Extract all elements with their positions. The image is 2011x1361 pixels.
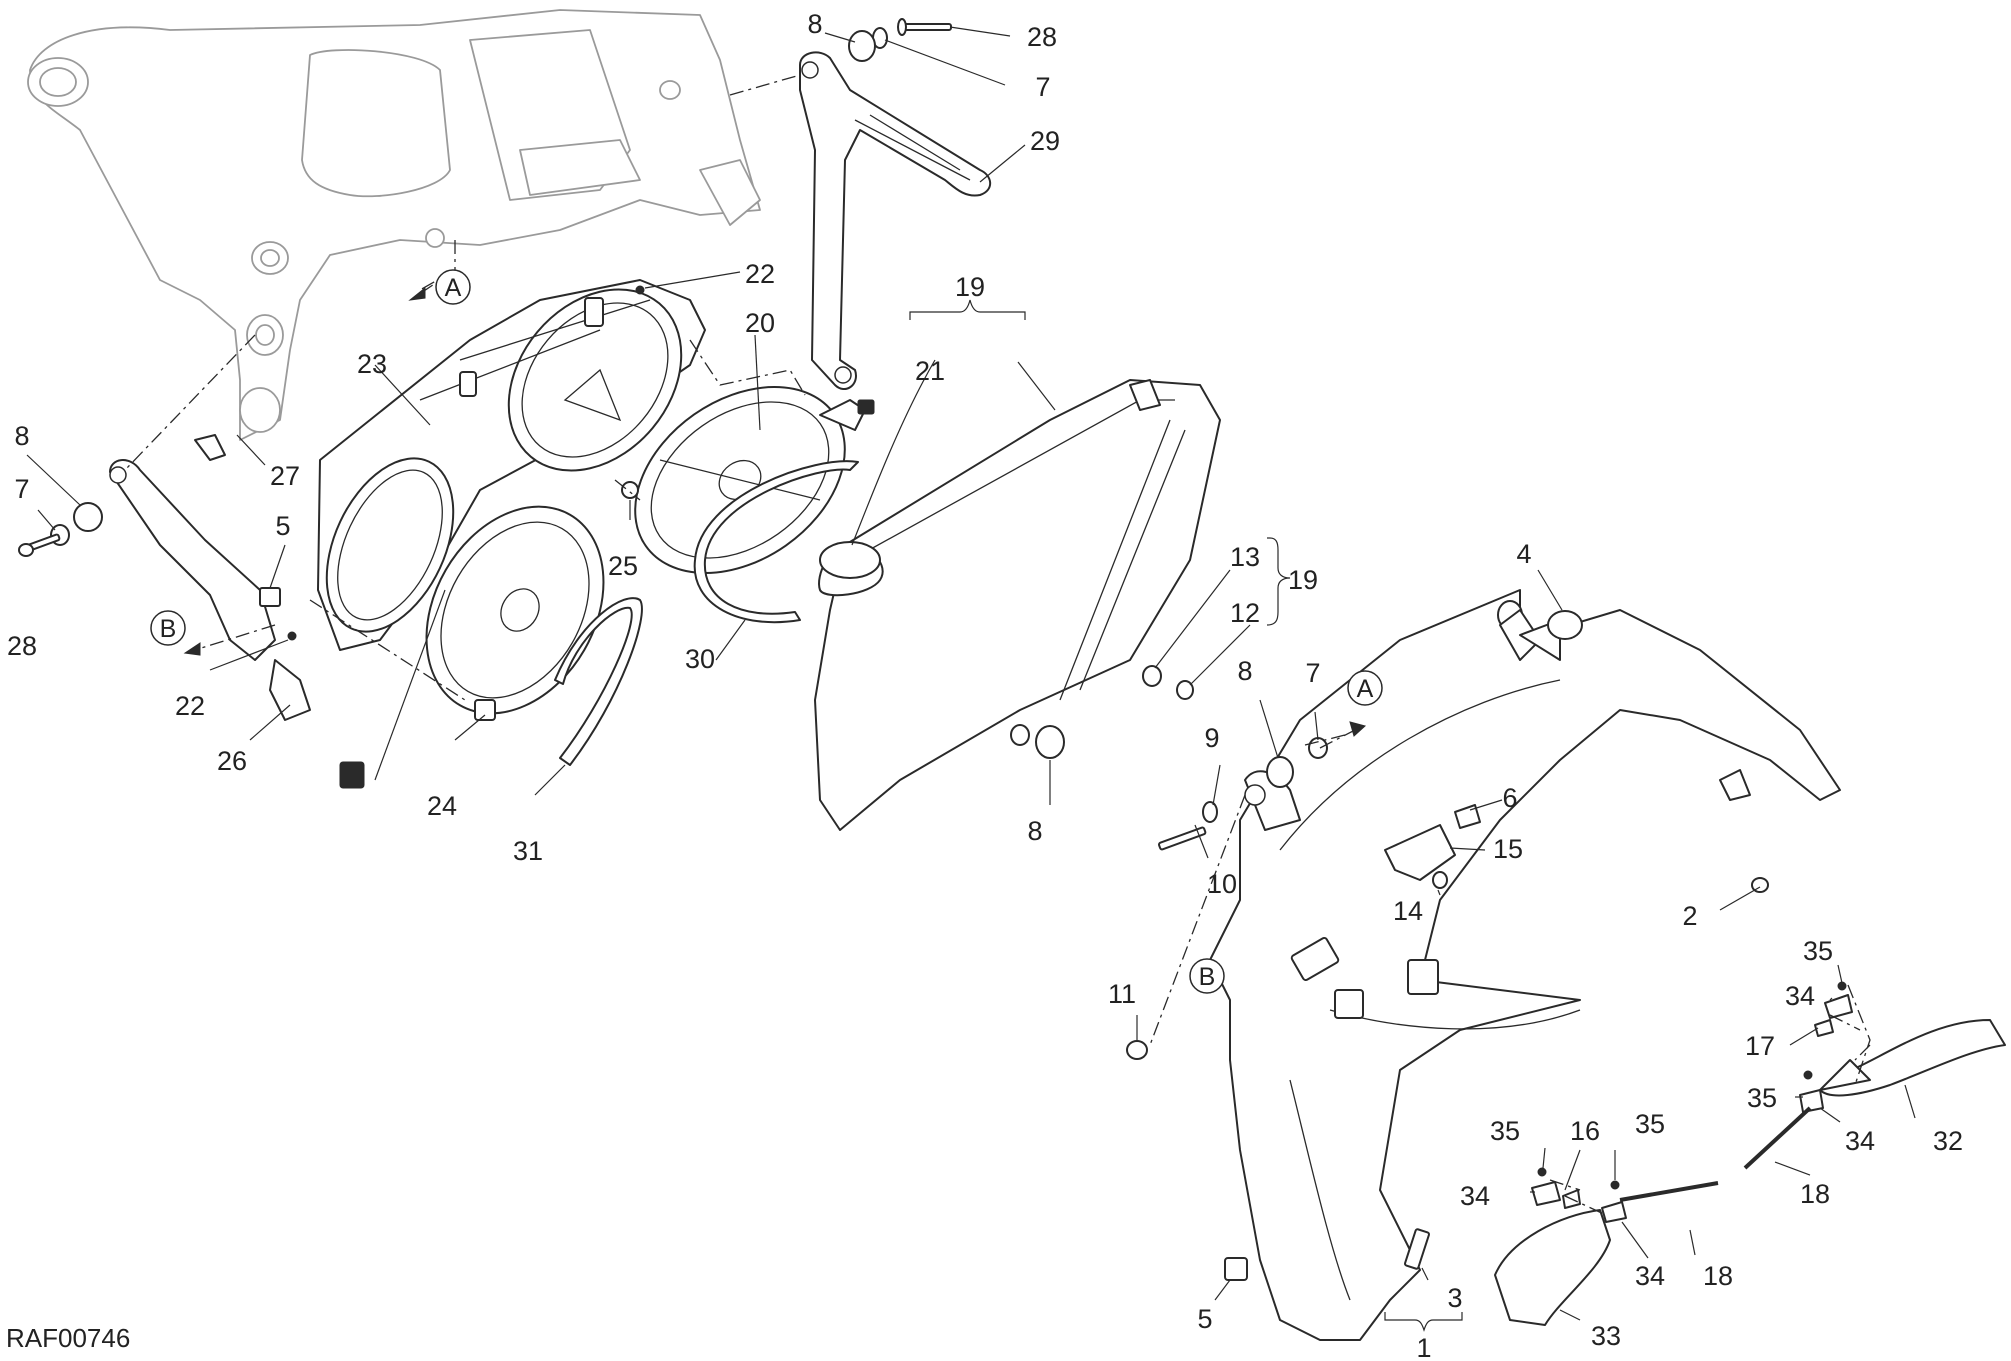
callout-label: 17 <box>1745 1031 1775 1061</box>
callout-label: 22 <box>175 691 205 721</box>
callout-labels: 8 28 7 29 22 19 20 23 21 8 27 7 5 25 13 … <box>7 9 1963 1361</box>
drawing-code: RAF00746 <box>6 1323 130 1353</box>
reference-marker-b: B <box>1199 963 1216 991</box>
callout-label: 1 <box>1416 1333 1431 1361</box>
deflector-33 <box>1494 1209 1611 1326</box>
radiator-bracket-29 <box>799 51 992 390</box>
callout-label: 24 <box>427 791 457 821</box>
reference-marker-a: A <box>1357 675 1374 703</box>
callout-label: 7 <box>1035 72 1050 102</box>
callout-label: 30 <box>685 644 715 674</box>
callout-label: 15 <box>1493 834 1523 864</box>
leader-lines <box>26 26 1916 1321</box>
fan-24 <box>339 505 605 789</box>
fan-20 <box>634 386 875 574</box>
callout-label: 5 <box>275 511 290 541</box>
reference-markers: A B A B <box>150 269 1383 994</box>
callout-label: 2 <box>1682 901 1697 931</box>
callout-label: 12 <box>1230 598 1260 628</box>
callout-label: 26 <box>217 746 247 776</box>
reference-marker-b: B <box>160 615 177 643</box>
callout-label: 22 <box>745 259 775 289</box>
callout-label: 34 <box>1785 981 1815 1011</box>
callout-label: 6 <box>1502 783 1517 813</box>
radiator-19 <box>814 379 1221 831</box>
callout-label: 10 <box>1207 869 1237 899</box>
callout-label: 7 <box>14 474 29 504</box>
callout-label: 14 <box>1393 896 1423 926</box>
seal-31 <box>554 597 643 766</box>
callout-label: 27 <box>270 461 300 491</box>
callout-label: 34 <box>1635 1261 1665 1291</box>
callout-label: 28 <box>7 631 37 661</box>
callout-label: 13 <box>1230 542 1260 572</box>
callout-label: 23 <box>357 349 387 379</box>
callout-label: 31 <box>513 836 543 866</box>
callout-label: 35 <box>1635 1109 1665 1139</box>
callout-label: 11 <box>1108 979 1136 1009</box>
callout-label: 4 <box>1516 539 1531 569</box>
callout-label: 33 <box>1591 1321 1621 1351</box>
callout-label: 3 <box>1447 1283 1462 1313</box>
callout-label: 35 <box>1803 936 1833 966</box>
motorcycle-frame <box>27 9 761 441</box>
callout-label: 18 <box>1800 1179 1830 1209</box>
reference-marker-a: A <box>445 274 462 302</box>
callout-label: 9 <box>1204 723 1219 753</box>
callout-label: 16 <box>1570 1116 1600 1146</box>
seal-30 <box>693 460 859 624</box>
callout-label: 34 <box>1460 1181 1490 1211</box>
callout-label: 28 <box>1027 22 1057 52</box>
callout-label: 19 <box>955 272 985 302</box>
fan-shroud-23 <box>317 279 706 651</box>
side-fairing-1 <box>1209 589 1841 1341</box>
callout-label: 8 <box>14 421 29 451</box>
callout-label: 21 <box>915 356 945 386</box>
callout-label: 8 <box>807 9 822 39</box>
callout-label: 25 <box>608 551 638 581</box>
callout-label: 19 <box>1288 565 1318 595</box>
callout-label: 7 <box>1305 658 1320 688</box>
callout-label: 18 <box>1703 1261 1733 1291</box>
callout-label: 5 <box>1197 1304 1212 1334</box>
callout-label: 29 <box>1030 126 1060 156</box>
deflector-32 <box>1819 1019 2006 1097</box>
assembly-lines <box>124 74 1871 1216</box>
callout-label: 8 <box>1027 816 1042 846</box>
callout-label: 8 <box>1237 656 1252 686</box>
callout-label: 35 <box>1747 1083 1777 1113</box>
callout-label: 32 <box>1933 1126 1963 1156</box>
braces <box>909 299 1463 1332</box>
callout-label: 34 <box>1845 1126 1875 1156</box>
callout-label: 35 <box>1490 1116 1520 1146</box>
hardware <box>18 18 1853 1281</box>
callout-label: 20 <box>745 308 775 338</box>
